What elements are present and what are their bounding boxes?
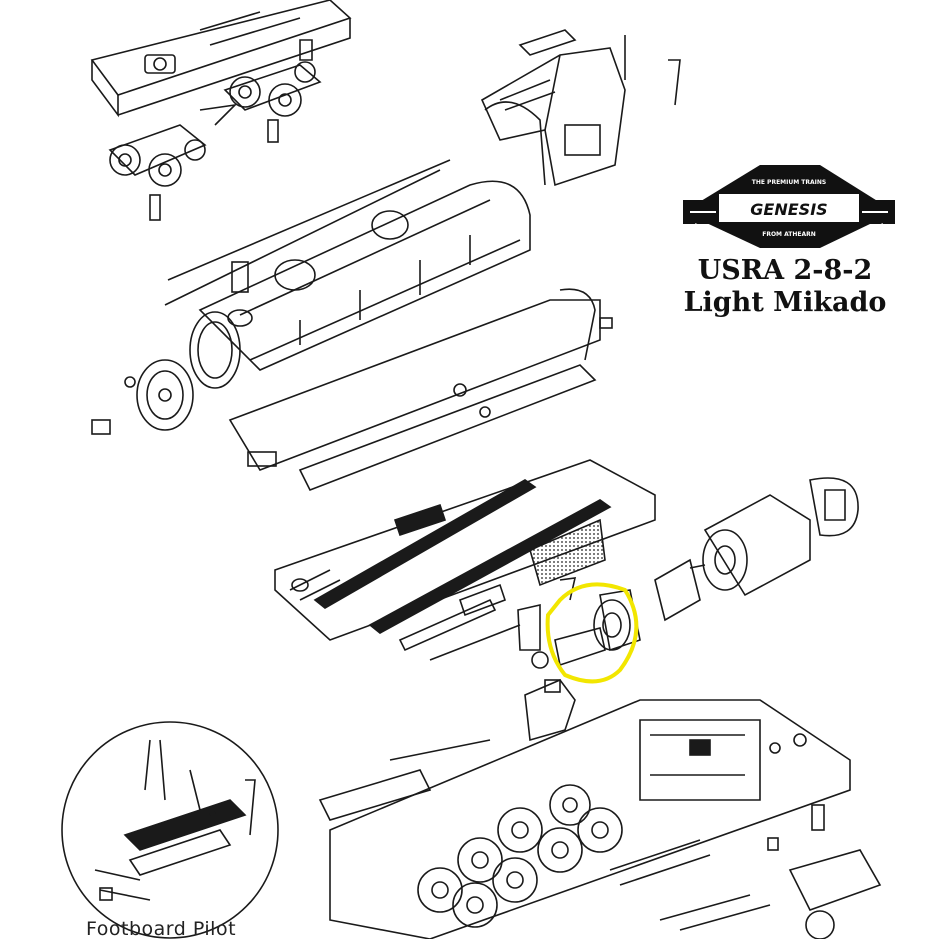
motor [654, 477, 859, 622]
genesis-logo: THE PREMIUM TRAINS GENESIS FROM ATHEARN [683, 165, 895, 248]
cab [480, 29, 681, 187]
driver-wheels [417, 784, 623, 928]
gearbox [524, 679, 576, 742]
lower-frame [329, 699, 851, 940]
running-board [228, 288, 613, 492]
diagram-title-line2: Light Mikado [683, 287, 887, 318]
logo-brand: GENESIS [750, 200, 827, 219]
flywheel-worm-assembly [517, 577, 641, 669]
tender-truck-front [108, 103, 238, 221]
inset-label: Footboard Pilot [86, 918, 237, 940]
logo-tagline-top: THE PREMIUM TRAINS [752, 179, 826, 186]
highlight-circle [545, 582, 639, 684]
smokebox-front [91, 359, 194, 435]
boiler [164, 159, 531, 389]
tender-frame [90, 0, 352, 118]
footboard-pilot-inset [61, 721, 279, 939]
chassis [274, 459, 656, 661]
trailing-truck [767, 733, 882, 940]
tender-truck-rear [223, 39, 322, 143]
diagram-title-line1: USRA 2-8-2 [697, 255, 873, 286]
logo-tagline-bottom: FROM ATHEARN [762, 231, 816, 238]
side-rods [318, 739, 771, 931]
